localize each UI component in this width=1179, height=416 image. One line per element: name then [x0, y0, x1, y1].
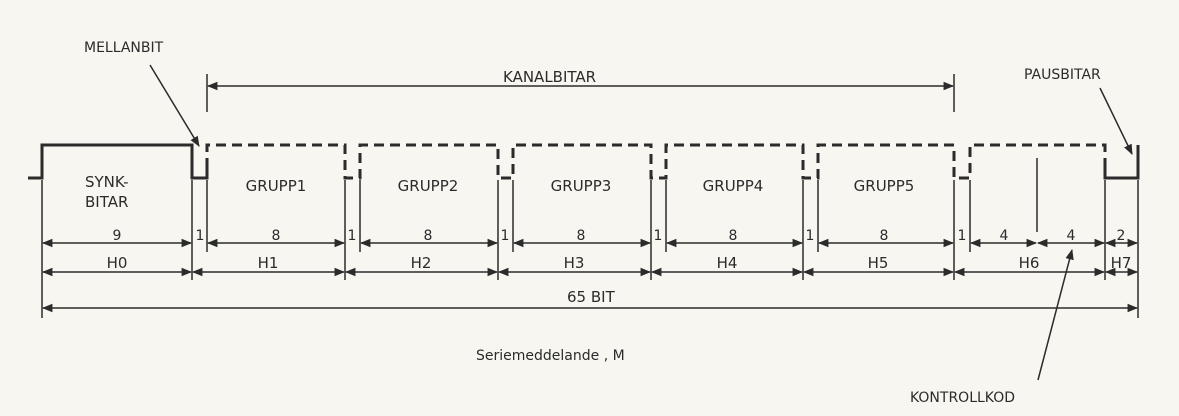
h-labels: H0 H1 H2 H3 H4 H5 H6 H7	[107, 254, 1132, 272]
kontrollkod-arrow	[1037, 248, 1074, 381]
group-label: GRUPP2	[398, 177, 459, 195]
bit-count-label: 8	[577, 228, 586, 244]
bit-count-label: 1	[348, 228, 357, 244]
pausbitar-label: PAUSBITAR	[1024, 67, 1101, 83]
pausbitar-arrow	[1099, 87, 1133, 155]
h-label: H4	[717, 254, 738, 272]
bit-count-label: 4	[1000, 228, 1009, 244]
total-bits-label: 65 BIT	[567, 288, 616, 306]
bit-count-label: 1	[501, 228, 510, 244]
mellanbit-arrow	[149, 64, 200, 147]
group-label: GRUPP1	[246, 177, 307, 195]
channel-bits	[205, 143, 1107, 180]
group-label: GRUPP5	[854, 177, 915, 195]
bit-count-label: 8	[880, 228, 889, 244]
h-label: H2	[411, 254, 432, 272]
mellanbit-label: MELLANBIT	[84, 40, 164, 56]
bit-count-label: 1	[958, 228, 967, 244]
bit-count-label: 1	[196, 228, 205, 244]
h-label: H7	[1111, 254, 1132, 272]
h-label: H0	[107, 254, 128, 272]
bit-count-label: 4	[1067, 228, 1076, 244]
bit-count-label: 8	[424, 228, 433, 244]
bit-count-label: 9	[113, 228, 122, 244]
bit-count-label: 1	[654, 228, 663, 244]
h-label: H6	[1019, 254, 1040, 272]
bit-count-row	[41, 180, 1139, 318]
synk-label-line1: SYNK-	[85, 173, 129, 191]
pause-bits	[1103, 145, 1140, 180]
bit-count-label: 1	[806, 228, 815, 244]
synk-label-line2: BITAR	[85, 193, 128, 211]
h-label: H1	[258, 254, 279, 272]
caption: Seriemeddelande , M	[476, 348, 625, 364]
kontrollkod-label: KONTROLLKOD	[910, 390, 1015, 406]
bit-count-label: 2	[1117, 228, 1126, 244]
bit-count-label: 8	[729, 228, 738, 244]
bit-count-label: 8	[272, 228, 281, 244]
group-labels: GRUPP1 GRUPP2 GRUPP3 GRUPP4 GRUPP5	[246, 177, 915, 195]
bit-labels: 9 1 8 1 8 1 8 1 8 1 8 1 4 4 2	[113, 228, 1126, 244]
h-label: H5	[868, 254, 889, 272]
kanalbitar-label: KANALBITAR	[503, 68, 596, 86]
group-label: GRUPP4	[703, 177, 764, 195]
group-label: GRUPP3	[551, 177, 612, 195]
h-label: H3	[564, 254, 585, 272]
